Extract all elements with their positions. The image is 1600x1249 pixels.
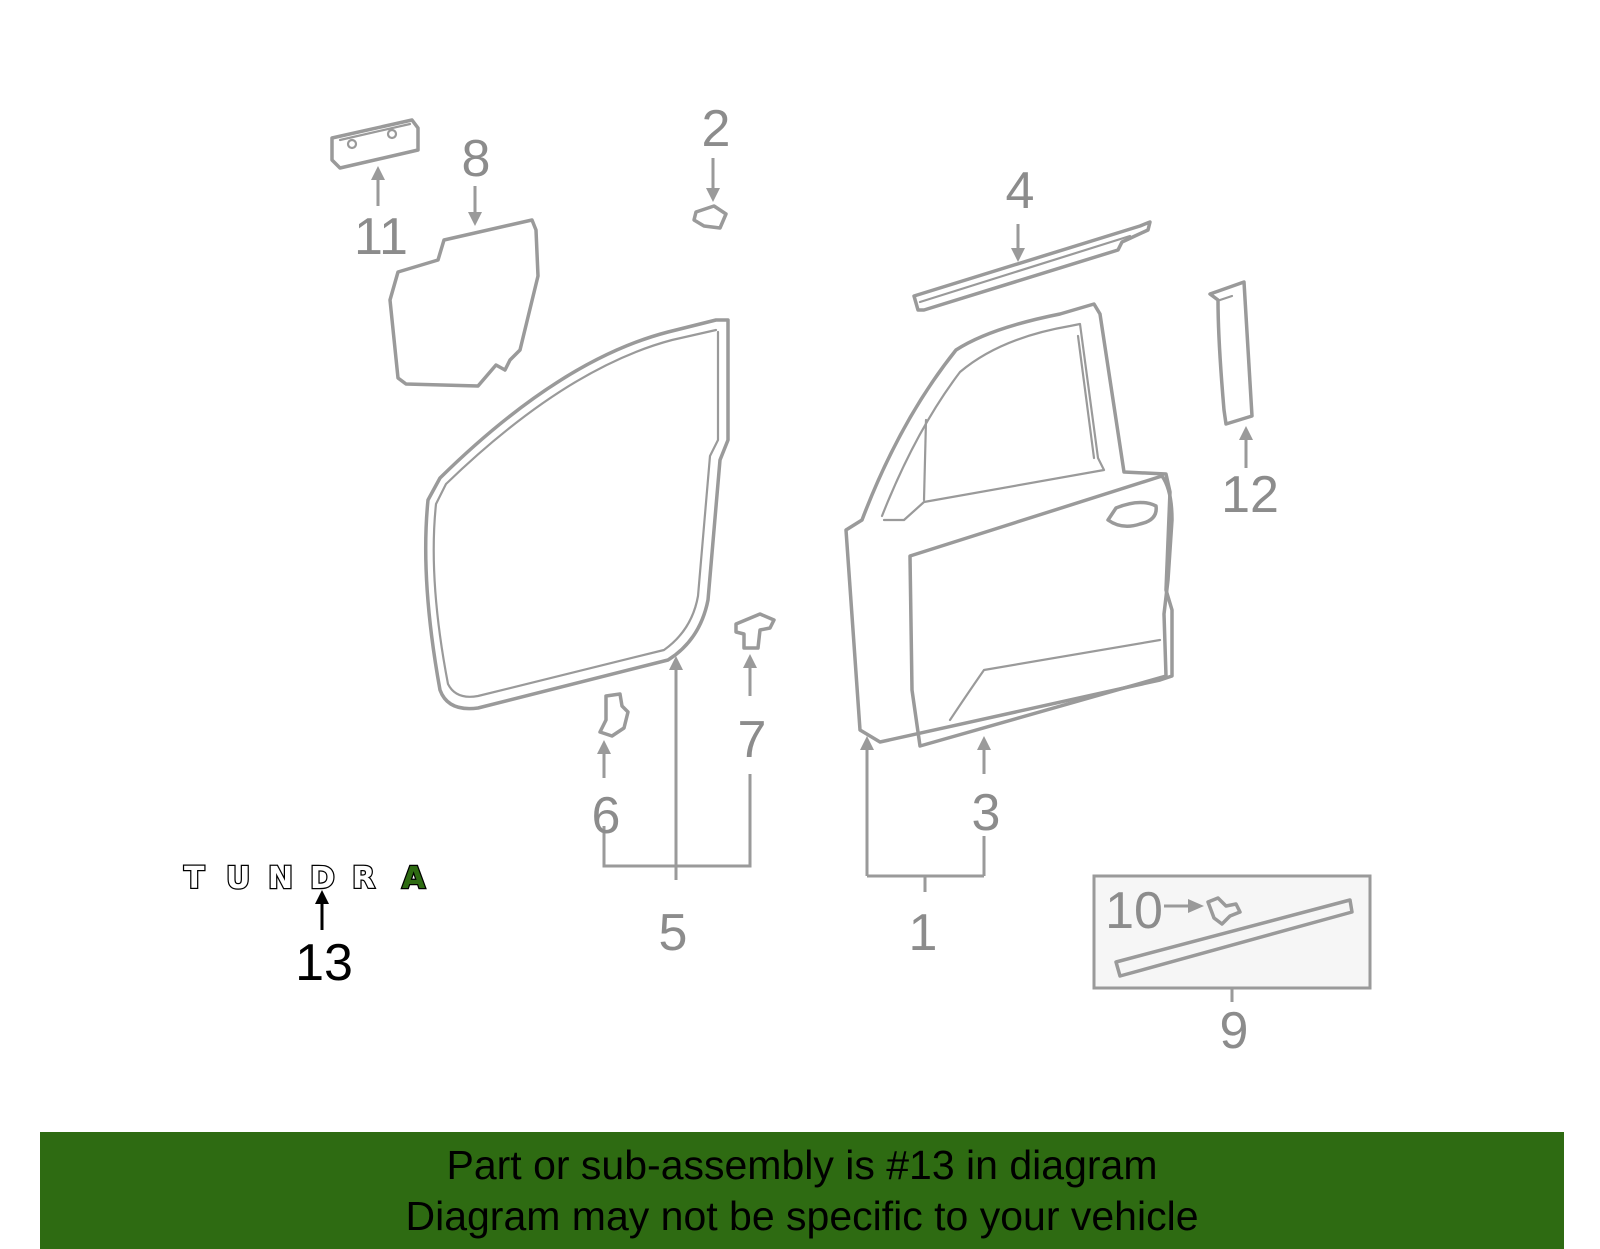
leader-4 <box>1011 224 1025 262</box>
leader-5 <box>602 656 752 880</box>
callout-10: 10 <box>1105 882 1163 940</box>
leader-13 <box>315 890 329 930</box>
leader-7 <box>743 654 757 696</box>
leader-1 <box>860 736 986 892</box>
part-2-plug <box>692 204 728 230</box>
leader-8 <box>468 186 482 226</box>
part-8-pad <box>388 218 540 388</box>
callout-3: 3 <box>972 784 1001 842</box>
emblem-letter-t: T <box>184 861 207 896</box>
callout-1: 1 <box>909 904 938 962</box>
part-3-outer-panel <box>908 474 1174 748</box>
callout-11: 11 <box>354 208 408 266</box>
emblem-letter-a: A <box>402 861 428 896</box>
part-13-tundra-emblem: T U N D R A <box>183 860 428 898</box>
callout-8: 8 <box>462 130 491 188</box>
callout-7: 7 <box>738 711 767 769</box>
callout-5: 5 <box>659 904 688 962</box>
part-12-pillar-trim <box>1208 280 1254 426</box>
footer-banner: Part or sub-assembly is #13 in diagram D… <box>40 1132 1564 1249</box>
leader-10 <box>1164 899 1204 913</box>
callout-13: 13 <box>295 934 353 992</box>
callout-12: 12 <box>1221 466 1279 524</box>
part-5-weatherstrip <box>423 318 730 711</box>
emblem-letter-r: R <box>352 861 378 896</box>
part-1-door-shell <box>844 302 1174 744</box>
emblem-letter-u: U <box>226 861 253 896</box>
part-6-clip <box>598 692 630 738</box>
part-11-clip <box>330 118 420 170</box>
callout-9: 9 <box>1220 1002 1249 1060</box>
part-4-belt-moulding <box>912 220 1152 312</box>
emblem-letter-n: N <box>268 861 296 896</box>
callout-2: 2 <box>702 100 731 158</box>
footer-line-2: Diagram may not be specific to your vehi… <box>405 1193 1199 1239</box>
leader-12 <box>1239 426 1253 468</box>
leader-11 <box>371 166 385 206</box>
leader-2 <box>706 158 720 202</box>
parts-diagram: 11 8 2 5 6 7 <box>183 100 1372 1060</box>
leader-3 <box>977 736 991 774</box>
part-7-clip <box>734 612 776 650</box>
footer-line-1: Part or sub-assembly is #13 in diagram <box>446 1142 1158 1188</box>
emblem-letter-d: D <box>310 861 338 896</box>
callout-4: 4 <box>1006 162 1035 220</box>
leader-6 <box>597 740 611 778</box>
callout-6: 6 <box>592 787 621 845</box>
